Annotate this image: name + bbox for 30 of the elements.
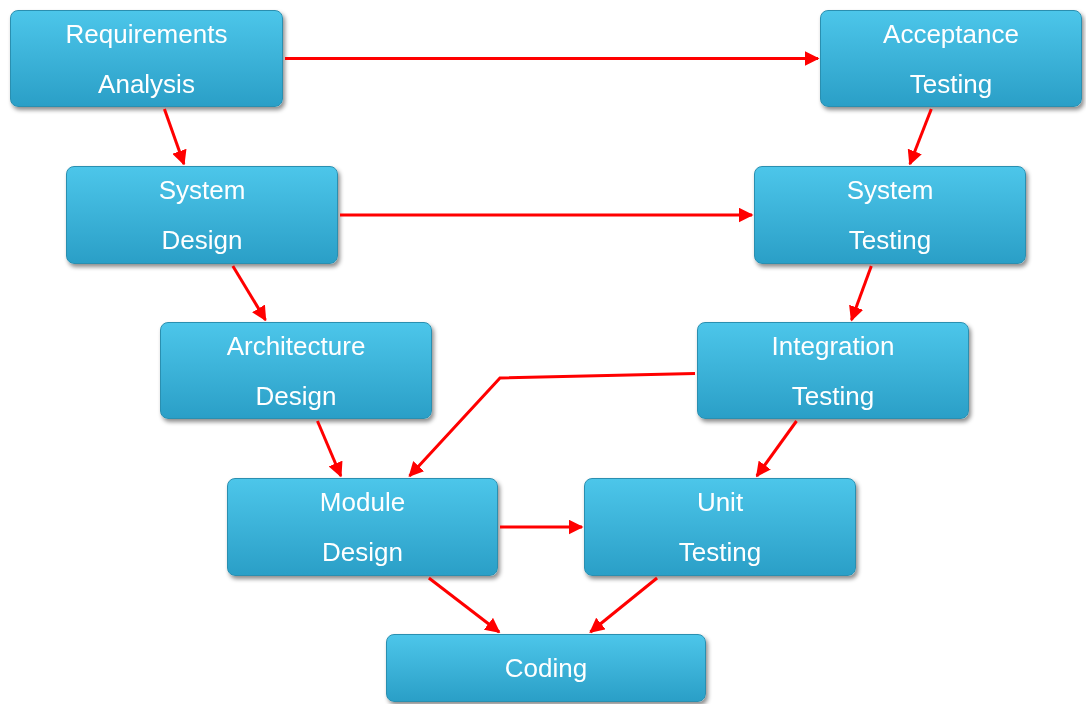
arrow (589, 576, 658, 634)
arrow (163, 108, 187, 166)
box-label: System Design (157, 174, 247, 257)
arrow (408, 372, 696, 478)
process-box (10, 10, 283, 107)
process-box (160, 322, 432, 419)
box-label: Requirements Analysis (64, 17, 229, 101)
arrow (849, 265, 873, 322)
arrow (231, 265, 267, 322)
arrow (427, 576, 501, 634)
box-label: Acceptance Testing (882, 17, 1020, 101)
arrow (755, 420, 798, 478)
arrow (500, 519, 584, 535)
box-label: System Testing (845, 174, 935, 257)
box-label: Module Design (318, 486, 407, 569)
arrow (285, 51, 820, 66)
arrow (907, 108, 933, 166)
process-box (754, 166, 1026, 264)
box-label: Integration Testing (770, 329, 896, 413)
process-box (697, 322, 969, 419)
box-label: Coding (504, 652, 588, 685)
process-box (227, 478, 498, 576)
process-box (386, 634, 706, 702)
process-box (820, 10, 1082, 107)
process-box (584, 478, 856, 576)
arrow (340, 207, 754, 223)
box-label: Architecture Design (225, 329, 367, 413)
arrow (316, 420, 343, 478)
box-label: Unit Testing (677, 486, 763, 569)
process-box (66, 166, 338, 264)
